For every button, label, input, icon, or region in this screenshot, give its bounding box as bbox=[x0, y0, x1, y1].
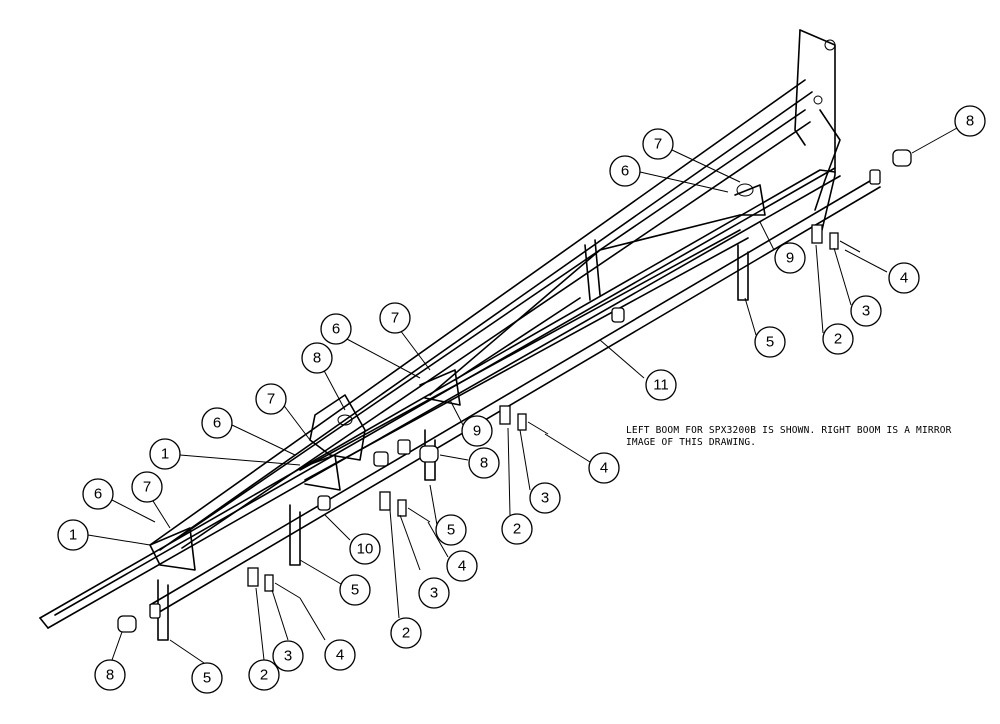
callout-label: 7 bbox=[391, 310, 399, 327]
callout-label: 8 bbox=[966, 113, 974, 130]
leader-lines bbox=[87, 127, 958, 664]
callout-c10: 7 bbox=[379, 302, 411, 334]
callout-c2: 7 bbox=[642, 128, 674, 160]
boom-frame bbox=[39, 29, 841, 629]
callout-c23: 3 bbox=[418, 577, 450, 609]
callout-label: 4 bbox=[336, 647, 344, 664]
callout-c7: 2 bbox=[822, 323, 854, 355]
callout-c14: 4 bbox=[588, 452, 620, 484]
callout-label: 6 bbox=[332, 321, 340, 338]
callout-c30: 4 bbox=[324, 639, 356, 671]
callout-label: 2 bbox=[513, 521, 521, 538]
callout-c20: 1 bbox=[149, 438, 181, 470]
callout-c1: 8 bbox=[954, 105, 986, 137]
callout-label: 6 bbox=[621, 163, 629, 180]
callout-c19: 6 bbox=[201, 407, 233, 439]
callout-c21: 5 bbox=[435, 514, 467, 546]
callout-c31: 3 bbox=[272, 640, 304, 672]
callout-label: 6 bbox=[213, 415, 221, 432]
callout-c8: 5 bbox=[754, 326, 786, 358]
callout-label: 5 bbox=[447, 522, 455, 539]
clamp-hardware bbox=[247, 224, 861, 599]
callout-c27: 6 bbox=[82, 478, 114, 510]
callout-label: 2 bbox=[834, 331, 842, 348]
callout-c11: 6 bbox=[320, 313, 352, 345]
callout-label: 9 bbox=[786, 250, 794, 267]
callout-label: 1 bbox=[161, 446, 169, 463]
callout-c18: 7 bbox=[255, 383, 287, 415]
callout-label: 10 bbox=[357, 541, 374, 558]
callout-label: 8 bbox=[106, 667, 114, 684]
callouts: 8 7 6 9 4 3 2 5 11 7 6 9 8 4 3 2 8 7 6 1… bbox=[57, 105, 986, 694]
callout-label: 4 bbox=[600, 460, 608, 477]
callout-label: 2 bbox=[260, 667, 268, 684]
callout-c5: 4 bbox=[888, 262, 920, 294]
callout-label: 2 bbox=[402, 625, 410, 642]
callout-label: 3 bbox=[862, 303, 870, 320]
callout-label: 9 bbox=[473, 423, 481, 440]
callout-c4: 9 bbox=[774, 242, 806, 274]
callout-label: 8 bbox=[313, 350, 321, 367]
callout-label: 4 bbox=[900, 270, 908, 287]
callout-label: 7 bbox=[143, 479, 151, 496]
callout-c3: 6 bbox=[609, 155, 641, 187]
callout-label: 4 bbox=[458, 558, 466, 575]
callout-label: 11 bbox=[653, 377, 669, 394]
callout-c22: 4 bbox=[446, 550, 478, 582]
callout-label: 1 bbox=[69, 527, 77, 544]
callout-label: 6 bbox=[94, 486, 102, 503]
callout-label: 3 bbox=[284, 648, 292, 665]
callout-c6: 3 bbox=[850, 295, 882, 327]
callout-label: 5 bbox=[351, 582, 359, 599]
drawing-note: LEFT BOOM FOR SPX3200B IS SHOWN. RIGHT B… bbox=[626, 425, 952, 448]
callout-c34: 8 bbox=[94, 659, 126, 691]
callout-c15: 3 bbox=[529, 482, 561, 514]
callout-c32: 2 bbox=[248, 659, 280, 691]
end-caps bbox=[117, 149, 912, 633]
callout-c17: 8 bbox=[468, 447, 500, 479]
callout-c13: 8 bbox=[301, 342, 333, 374]
callout-c16: 2 bbox=[501, 513, 533, 545]
callout-c33: 5 bbox=[191, 662, 223, 694]
callout-c29: 1 bbox=[57, 519, 89, 551]
callout-label: 5 bbox=[203, 670, 211, 687]
callout-c12: 9 bbox=[461, 415, 493, 447]
callout-label: 7 bbox=[267, 391, 275, 408]
callout-c26: 5 bbox=[339, 574, 371, 606]
callout-c9: 11 bbox=[645, 369, 677, 401]
callout-label: 3 bbox=[430, 585, 438, 602]
callout-c24: 2 bbox=[390, 617, 422, 649]
callout-label: 5 bbox=[766, 334, 774, 351]
callout-label: 7 bbox=[654, 136, 662, 153]
callout-c28: 7 bbox=[131, 471, 163, 503]
callout-label: 3 bbox=[541, 490, 549, 507]
spray-pipe bbox=[149, 177, 881, 615]
callout-label: 8 bbox=[480, 455, 488, 472]
callout-c25: 10 bbox=[349, 533, 381, 565]
